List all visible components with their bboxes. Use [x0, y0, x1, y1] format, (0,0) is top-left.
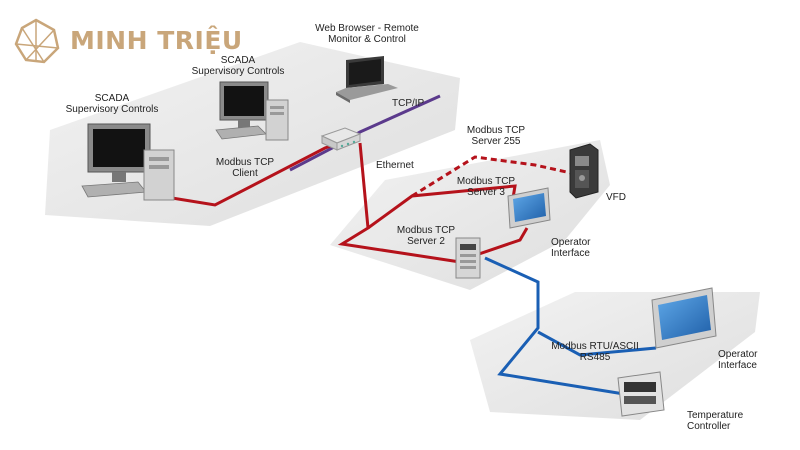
brand-name: MINH TRIỆU [70, 26, 243, 55]
vfd-icon [569, 143, 599, 199]
tcpip-label: TCP/IP [392, 98, 425, 109]
rs485-hmi-line [537, 330, 657, 357]
plc-server-2-icon [455, 237, 481, 279]
server2-hmi-line [475, 227, 529, 257]
server255-line [411, 155, 572, 198]
operator-interface-2-icon [651, 287, 717, 349]
rs485-line [484, 256, 625, 396]
scada-left-computer-icon [81, 123, 175, 201]
temperature-controller-icon [617, 371, 665, 417]
ethernet-switch-icon [320, 127, 362, 151]
ethernet-label: Ethernet [376, 160, 414, 171]
scada-top-computer-icon [215, 81, 289, 141]
crystal-logo-icon [14, 18, 60, 64]
ethernet-trunk-line [337, 142, 461, 264]
operator-interface-1-icon [507, 187, 551, 229]
laptop-icon [336, 56, 398, 103]
vfd-label: VFD [606, 192, 626, 203]
